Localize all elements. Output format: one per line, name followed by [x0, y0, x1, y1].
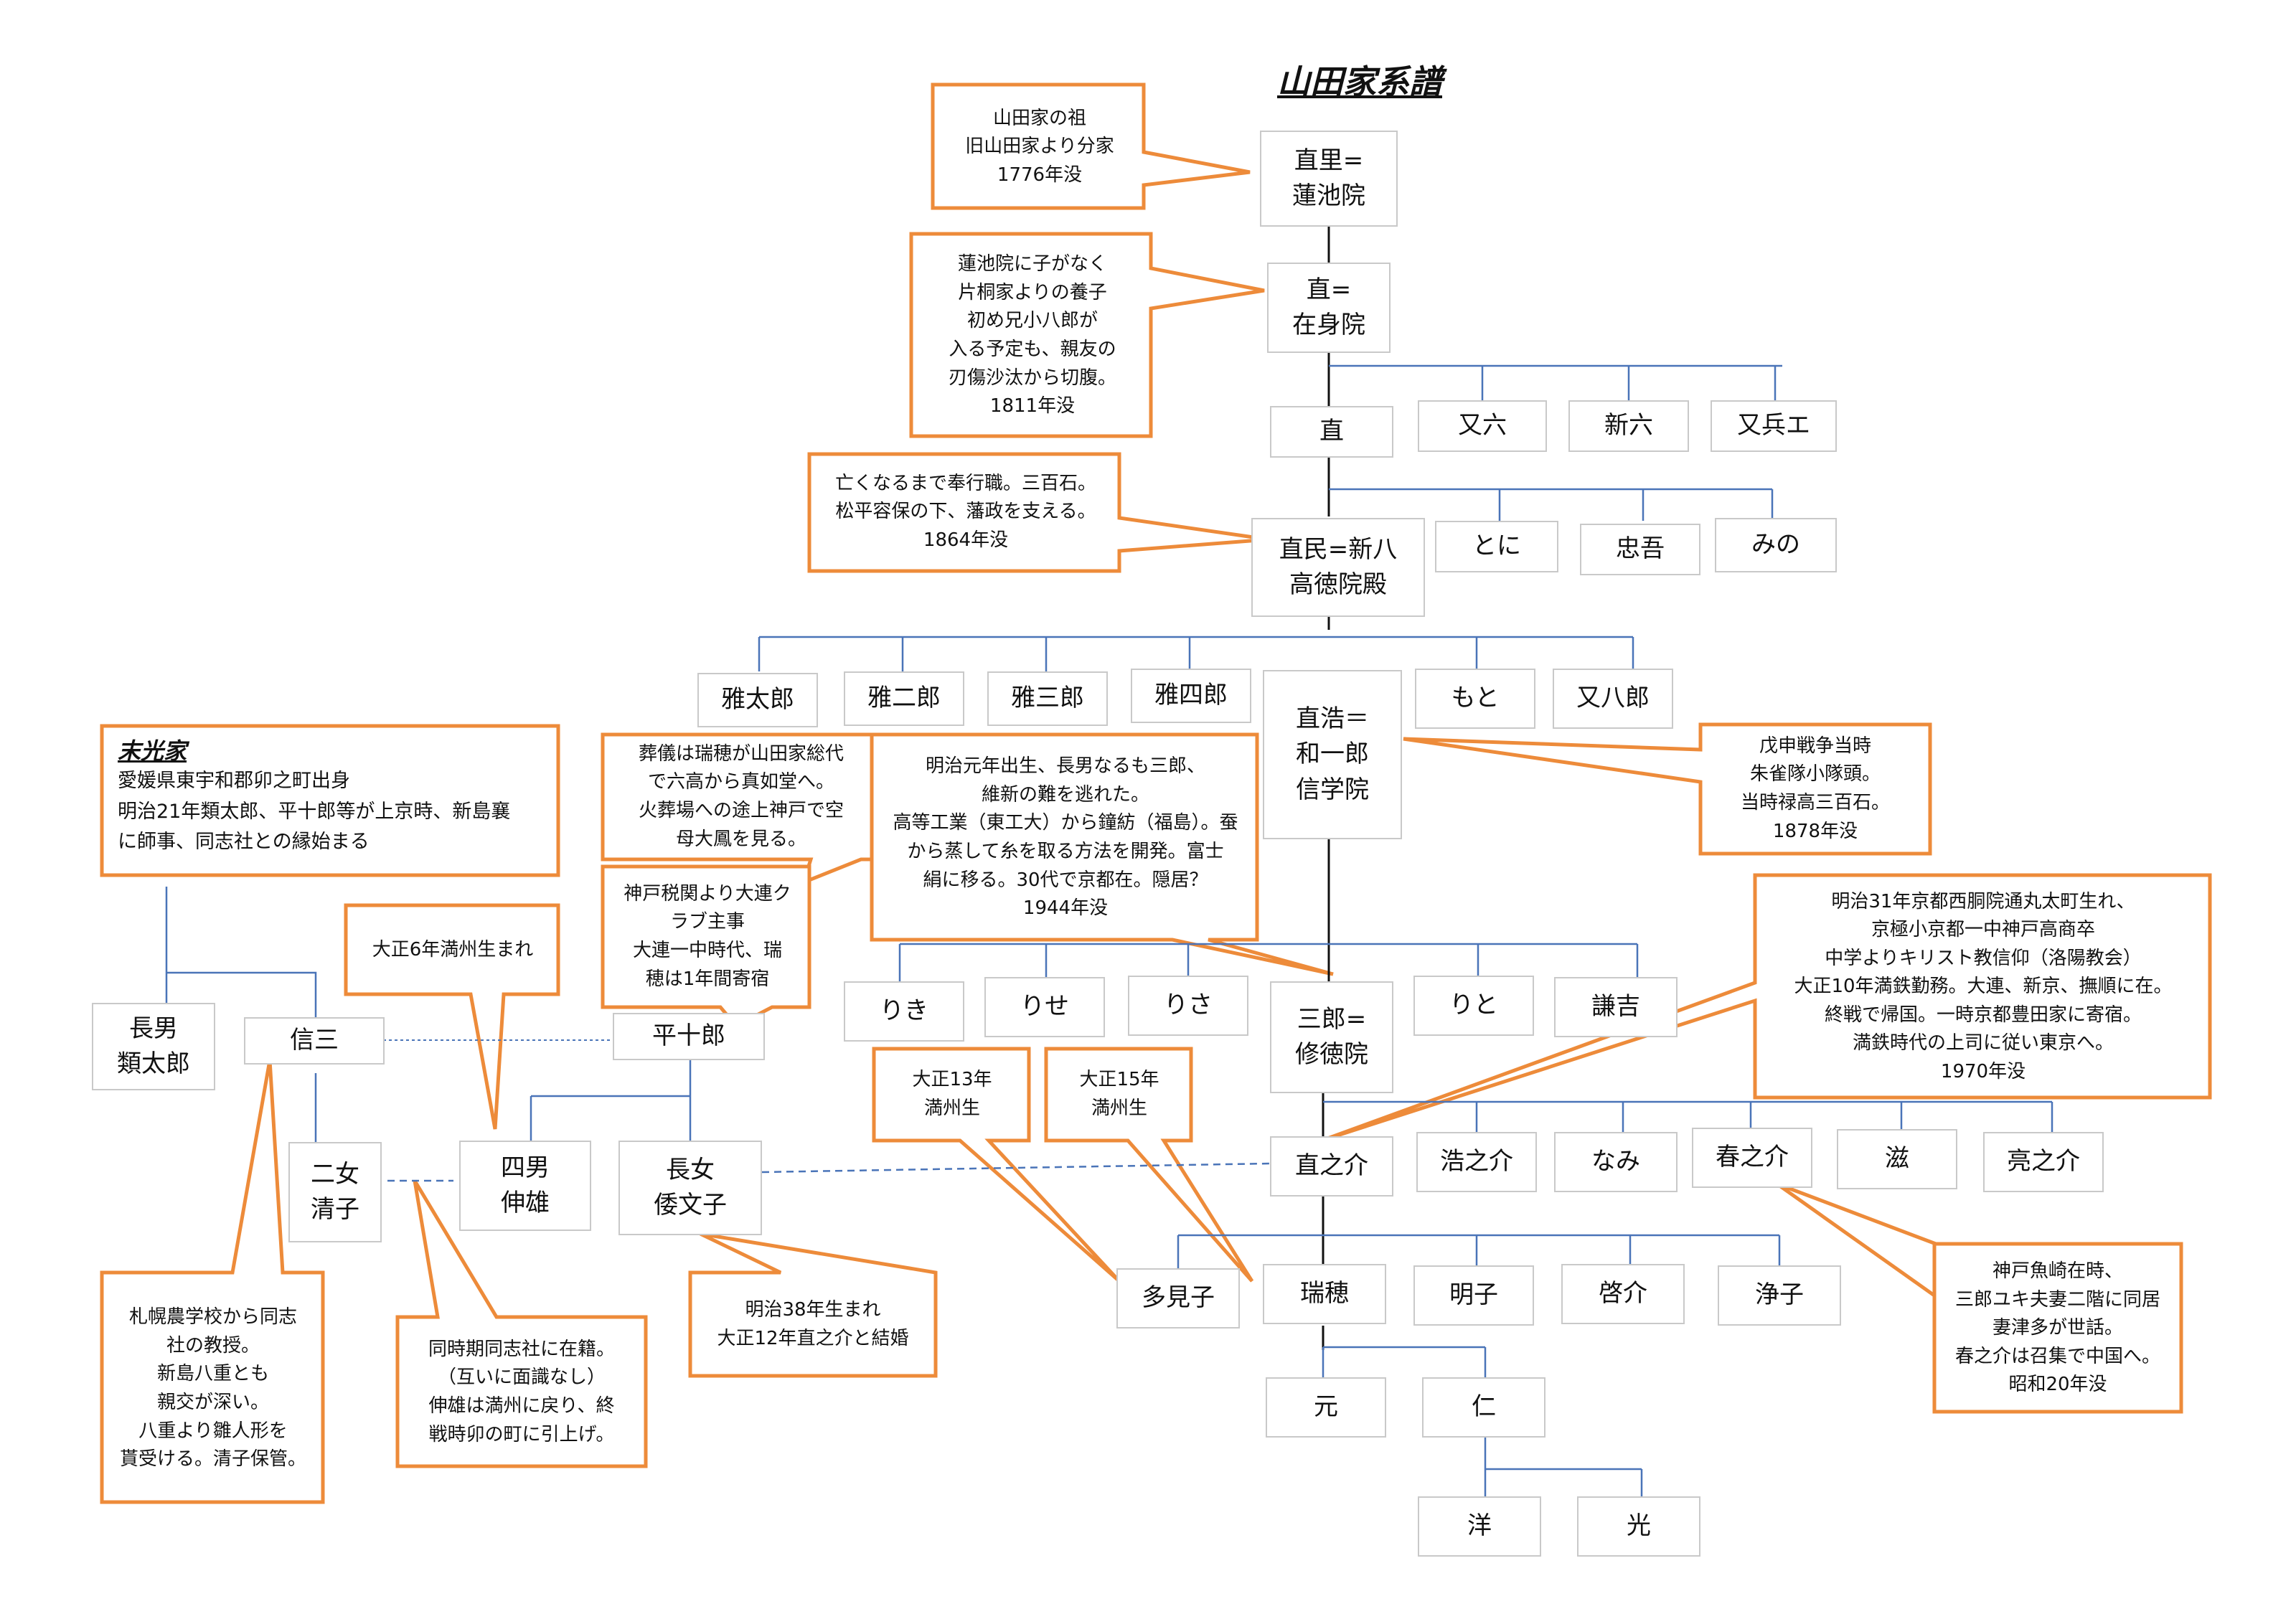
branch-connector: [530, 1057, 692, 1146]
sibling-connector: [1329, 488, 1774, 521]
person-mizuho: 瑞穂: [1263, 1264, 1386, 1324]
person-matabee: 又兵エ: [1711, 400, 1837, 452]
person-nao: 直: [1270, 406, 1393, 458]
note-saburo-bio: 明治31年京都西胴院通丸太町生れ、 京極小京都一中神戸高商卒 中学よりキリスト教…: [1794, 890, 2173, 1082]
note-t15: 大正15年 満州生: [1079, 1069, 1159, 1119]
person-keisuke: 啓介: [1561, 1264, 1685, 1324]
person-masasaburo: 雅三郎: [987, 671, 1108, 726]
person-shinzo: 信三: [244, 1017, 385, 1065]
callout-t15: [1044, 1047, 1254, 1283]
branch-title: 末光家: [118, 737, 187, 765]
page-title: 山田家系譜: [1277, 62, 1442, 101]
sibling-connector: [1323, 1100, 2053, 1135]
branch-connector: [165, 887, 317, 1019]
note-doshisha: 同時期同志社に在籍。 （互いに面識なし） 伸雄は満州に戻り、終 戦時卯の町に引上…: [428, 1338, 615, 1445]
person-nami: なみ: [1554, 1132, 1678, 1192]
person-matagoro: 又六: [1418, 400, 1547, 452]
person-hiroshi: 洋: [1418, 1496, 1541, 1557]
callout-m31: [1321, 873, 2212, 1143]
sibling-connector: [1329, 364, 1782, 406]
person-hironosuke: 浩之介: [1416, 1132, 1537, 1192]
person-heijuro: 平十郎: [613, 1013, 765, 1060]
person-jin: 仁: [1422, 1377, 1545, 1438]
sibling-connector: [1177, 1234, 1781, 1273]
callout-uozaki: [1775, 1181, 2183, 1414]
person-shigeru: 滋: [1837, 1129, 1957, 1189]
note-boshin: 戊申戦争当時 朱雀隊小隊頭。 当時禄高三百石。 1878年没: [1740, 735, 1890, 842]
person-riki: りき: [844, 981, 964, 1042]
note-bugyo: 亡くなるまで奉行職。三百石。 松平容保の下、藩政を支える。 1864年没: [834, 472, 1096, 551]
person-masajiro: 雅二郎: [844, 671, 964, 726]
person-rito: りと: [1413, 976, 1534, 1036]
person-masataro: 雅太郎: [697, 673, 818, 727]
person-saburo: 三郎= 修徳院: [1270, 981, 1393, 1093]
person-gen: 元: [1266, 1377, 1386, 1438]
note-sapporo: 札幌農学校から同志 社の教授。 新島八重とも 親交が深い。 八重より雛人形を 貰…: [119, 1306, 306, 1471]
callout-so: [931, 82, 1251, 210]
note-adoption: 蓮池院に子がなく 片桐家よりの養子 初め兄小八郎が 入る予定も、親友の 刃傷沙汰…: [948, 253, 1116, 417]
note-taisho6: 大正6年満州生まれ: [372, 939, 534, 961]
callout-m38: [688, 1232, 938, 1378]
person-kiyoko: 二女 清子: [288, 1142, 382, 1242]
callout-sapporo: [100, 1060, 325, 1504]
person-ryonosuke: 亮之介: [1983, 1132, 2104, 1192]
person-naohiro: 直浩＝ 和一郎 信学院: [1263, 670, 1402, 839]
person-risa: りさ: [1128, 976, 1248, 1036]
person-akiko: 明子: [1413, 1265, 1534, 1326]
note-t13: 大正13年 満州生: [912, 1069, 992, 1119]
person-tamiko: 多見子: [1116, 1268, 1240, 1329]
callout-taisho6: [344, 903, 560, 1130]
sibling-connector: [898, 943, 1639, 981]
person-ayako: 長女 倭文子: [618, 1141, 762, 1235]
callout-t13: [872, 1047, 1121, 1283]
person-chugo: 忠吾: [1580, 524, 1700, 575]
person-matahachiro: 又八郎: [1553, 669, 1673, 729]
callout-yoshi: [909, 232, 1265, 438]
callout-branch: [100, 724, 560, 877]
note-m38: 明治38年生まれ 大正12年直之介と結婚: [717, 1299, 909, 1349]
note-funeral: 葬儀は瑞穂が山田家総代 で六高から真如堂へ。 火葬場への途上神戸で空 母大鳳を見…: [638, 742, 844, 850]
person-nao-zaishin: 直= 在身院: [1267, 263, 1391, 353]
note-uozaki: 神戸魚崎在時、 三郎ユキ夫妻二階に同居 妻津多が世話。 春之介は召集で中国へ。 …: [1954, 1260, 2160, 1396]
person-masashiro: 雅四郎: [1131, 669, 1251, 723]
callout-bugyo: [807, 452, 1269, 573]
person-toni: とに: [1435, 521, 1558, 572]
person-mino: みの: [1715, 518, 1837, 572]
person-joko: 浄子: [1718, 1265, 1841, 1326]
note-meiji: 明治元年出生、長男なるも三郎、 維新の難を逃れた。 高等工業（東工大）から鐘紡（…: [893, 755, 1238, 920]
callout-boshin: [1403, 722, 1932, 856]
person-rise: りせ: [984, 977, 1105, 1037]
person-nobuo: 四男 伸雄: [459, 1141, 591, 1231]
person-naosato: 直里= 蓮池院: [1260, 131, 1398, 227]
person-chonan-ruitaro: 長男 類太郎: [92, 1003, 215, 1090]
callout-meiji: [870, 732, 1334, 976]
sibling-connector: [1484, 1438, 1643, 1498]
person-hikaru: 光: [1577, 1496, 1700, 1557]
person-harunosuke: 春之介: [1692, 1128, 1812, 1188]
sibling-connector: [1322, 1346, 1487, 1379]
note-kobe: 神戸税関より大連ク ラブ主事 大連一中時代、瑞 穂は1年間寄宿: [624, 882, 791, 990]
branch-note: 愛媛県東宇和郡卯之町出身 明治21年類太郎、平十郎等が上京時、新島襄 に師事、同…: [118, 770, 511, 854]
callout-doji: [395, 1179, 648, 1468]
person-naotami: 直民=新八 高徳院殿: [1251, 518, 1425, 617]
person-naonosuke: 直之介: [1270, 1136, 1393, 1197]
note-founder: 山田家の祖 旧山田家より分家 1776年没: [965, 107, 1114, 186]
sibling-connector: [758, 636, 1634, 671]
person-moto: もと: [1415, 669, 1535, 729]
person-kenkichi: 謙吉: [1554, 977, 1678, 1037]
person-shinroku: 新六: [1568, 400, 1689, 452]
